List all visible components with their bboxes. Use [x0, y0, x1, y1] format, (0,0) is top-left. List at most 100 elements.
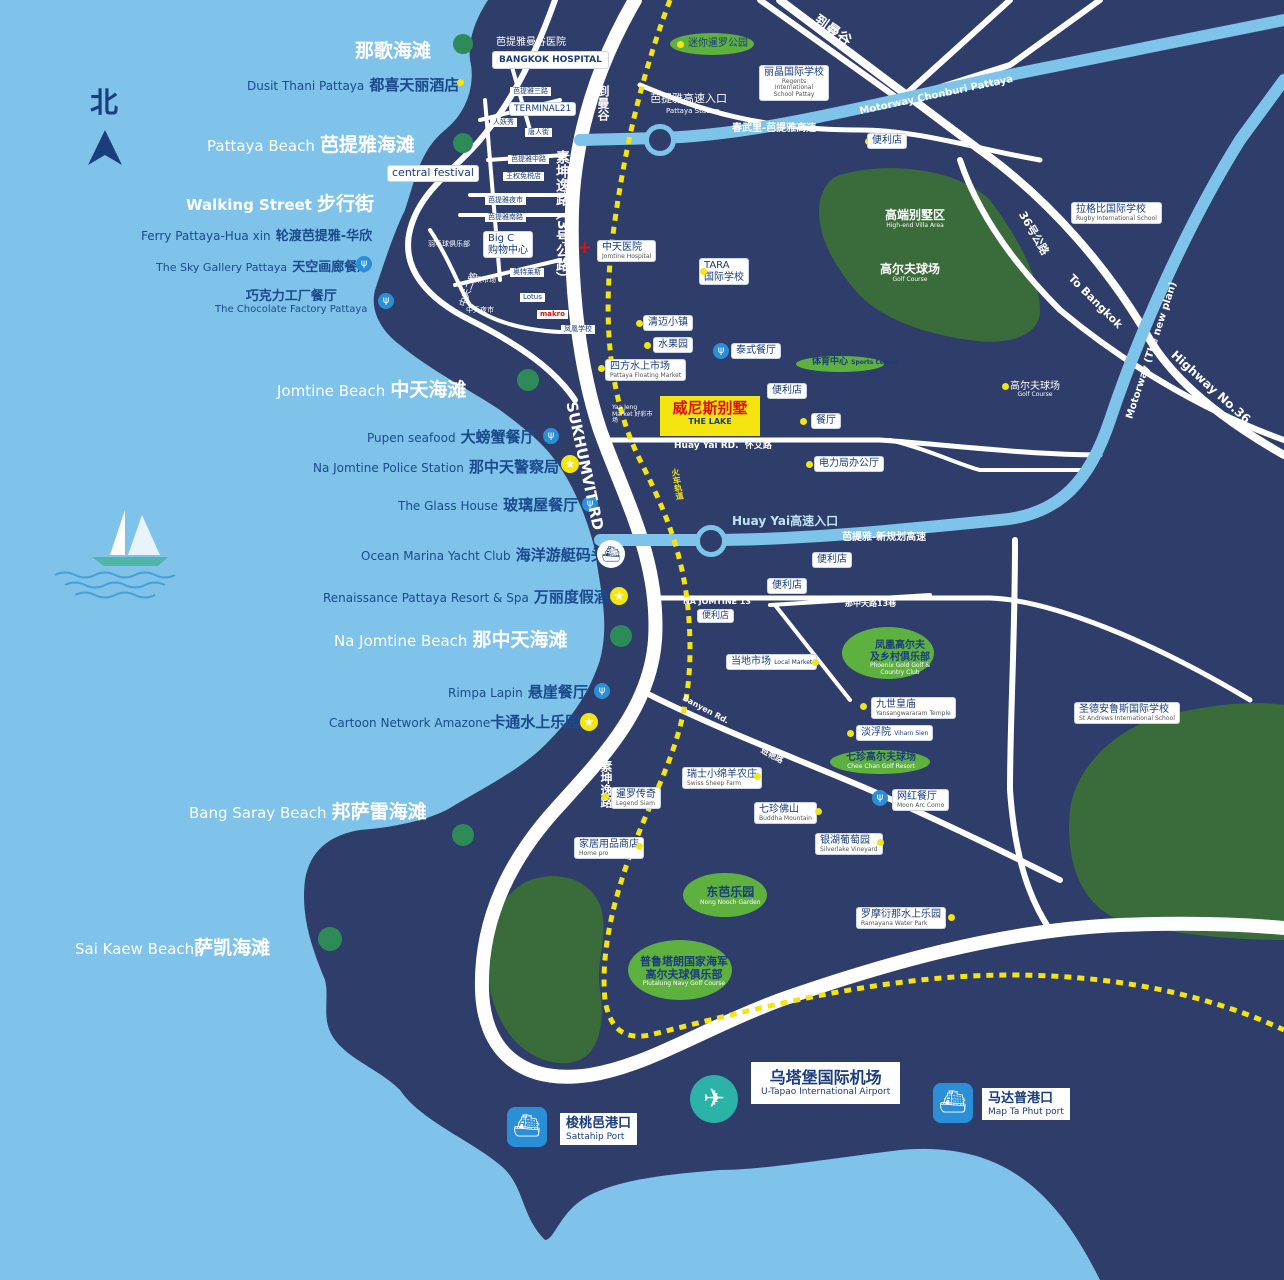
road-to-bangkok-2: 到曼谷 — [596, 85, 610, 121]
navy-golf-en: Plutalung Navy Golf Course — [642, 980, 726, 988]
dusit-dot — [457, 79, 464, 86]
beach-saikaew-en: Sai Kaew Beach — [75, 940, 195, 958]
convenience-store-4: 便利店 — [768, 579, 806, 593]
moon-arc-zh: 网红餐厅 — [897, 791, 937, 802]
big-c-en: Big C — [488, 233, 515, 244]
beach-pattaya-en: Pattaya Beach — [207, 137, 315, 155]
beach-bangsaray: Bang Saray Beach 邦萨雷海滩 — [189, 802, 427, 823]
nongnooch-green — [683, 873, 767, 917]
poi-cartoon-zh: 卡通水上乐园 — [490, 713, 581, 731]
poi-police-zh: 那中天警察局 — [468, 458, 559, 476]
tara-school-zh: 国际学校 — [704, 271, 744, 283]
chiang-mai-dot — [636, 320, 643, 327]
fork-knife-icon: ψ — [582, 496, 598, 512]
na-jomtien-13: NA JOMTINE 13 — [683, 597, 751, 606]
silverlake-zh: 银湖葡萄园 — [820, 835, 870, 846]
motorways — [574, 14, 1284, 546]
ramayana-dot — [948, 914, 955, 921]
local-market-small: Yaa Jeng Market 好彩市场 — [612, 404, 653, 425]
silverlake-dot — [877, 839, 884, 846]
navy-golf-zh1: 普鲁塔朗国家海军 — [640, 955, 728, 968]
poi-ferry: Ferry Pattaya-Hua xin 轮渡芭提雅-华欣 — [141, 226, 372, 244]
chinatown-label: 唐人街 — [525, 128, 552, 138]
ramayana-en: Ramayana Water Park — [861, 919, 928, 927]
ladyboy-label: 人妖秀 — [490, 118, 517, 128]
poi-chocolate-zh: 巧克力工厂餐厅 — [245, 289, 337, 304]
convenience-store-1: 便利店 — [868, 134, 906, 148]
huay-yai-road: Huay Yai RD. 怀艾路 — [674, 438, 772, 451]
temple-zh: 九世皇庙 — [876, 699, 916, 710]
phoenix-golf-green — [842, 627, 934, 679]
sattahip-port-icon: ⛴ — [507, 1107, 547, 1147]
yacht-icon: ⛴ — [597, 540, 625, 568]
fork-knife-icon: ψ — [872, 790, 888, 806]
swiss-sheep-en: Swiss Sheep Farm — [687, 779, 742, 787]
north-label: 北 — [90, 86, 119, 119]
poi-renaissance-zh: 万丽度假酒店 — [533, 588, 624, 606]
huay-yai-road-zh: 怀艾路 — [744, 441, 772, 451]
poi-rimpa-zh: 悬崖餐厅 — [527, 683, 588, 701]
central-festival-label: central festival — [388, 166, 478, 181]
homepro-zh: 家居用品商店 — [579, 839, 639, 850]
st-andrews-en: St Andrews International School — [1079, 714, 1175, 722]
poi-police: Na Jomtine Police Station 那中天警察局 — [313, 458, 559, 476]
pattaya-second-road: 芭提雅中路 — [508, 155, 549, 165]
navy-forest — [487, 876, 604, 1064]
legend-siam-en: Legend Siam — [616, 799, 655, 807]
poi-rimpa-en: Rimpa Lapin — [448, 686, 523, 700]
sports-center-zh: 体育中心 — [812, 357, 849, 367]
walking-street: Walking Street 步行街 — [186, 194, 374, 215]
mini-siam-dot — [677, 41, 684, 48]
poi-sky-gallery-en: The Sky Gallery Pattaya — [156, 261, 288, 274]
terminal21-label: TERMINAL21 — [510, 103, 576, 116]
fork-knife-icon: ψ — [378, 293, 394, 309]
poi-glass-house-en: The Glass House — [398, 499, 499, 513]
regents-school-zh: 丽晶国际学校 — [764, 67, 824, 78]
fork-knife-icon: ψ — [713, 343, 729, 359]
beach-najomtien-en: Na Jomtine Beach — [334, 632, 468, 650]
road-sukhumvit-zh: 素坤逸路（3号公路） — [554, 150, 570, 286]
sports-center: 体育中心 Sports Center — [812, 357, 898, 368]
poi-cartoon: Cartoon Network Amazone卡通水上乐园 — [329, 713, 580, 731]
poi-dusit: Dusit Thani Pattaya 都喜天丽酒店 — [247, 76, 459, 94]
pattaya-south-road: 芭提雅南路 — [485, 213, 526, 223]
villa-area-en: High-end Villa Area — [886, 221, 944, 229]
golf-course-2-en: Golf Course — [1017, 391, 1053, 398]
golf-2-dot — [1002, 383, 1009, 390]
phoenix-school-label: 凤凰学校 — [561, 325, 595, 335]
poi-glass-house-zh: 玻璃屋餐厅 — [503, 496, 579, 514]
cheechan-golf-zh: 七珍高尔夫球场 — [846, 752, 916, 763]
homepro-en: Home pro — [579, 849, 609, 857]
buddha-mountain-en: Buddha Mountain — [759, 814, 812, 822]
viharn-sien: 淡浮院 Viharn Sien — [857, 726, 933, 740]
poi-marina-zh: 海洋游艇码头 — [515, 546, 606, 564]
poi-dusit-en: Dusit Thani Pattaya — [247, 79, 365, 93]
restaurant-dot — [800, 418, 807, 425]
floating-market-dot — [598, 365, 605, 372]
palm-icons — [318, 34, 632, 951]
rugby-school-zh: 拉格比国际学校 — [1076, 204, 1146, 215]
viharn-sien-en: Viharn Sien — [894, 730, 929, 737]
beach-jomtien-zh: 中天海滩 — [390, 379, 467, 401]
beach-jomtien-en: Jomtine Beach — [277, 382, 386, 400]
airplane-icon: ✈ — [690, 1075, 738, 1123]
the-lake-villa-highlight[interactable]: 威尼斯别墅 THE LAKE — [660, 396, 760, 436]
map-ta-phut-port-icon: ⛴ — [933, 1083, 973, 1123]
lotus-convenience: 便利店 — [698, 610, 734, 623]
pattaya-station-en: Pattaya Station — [666, 107, 720, 115]
buddha-mountain-zh: 七珍佛山 — [759, 804, 799, 815]
beach-bangsaray-en: Bang Saray Beach — [189, 804, 327, 822]
viharn-dot — [847, 730, 854, 737]
beach-najomtien-zh: 那中天海滩 — [472, 629, 568, 651]
beach-saikaew-zh: 萨凯海滩 — [194, 937, 271, 959]
legend-siam-zh: 暹罗传奇 — [616, 789, 656, 800]
poi-marina: Ocean Marina Yacht Club 海洋游艇码头 — [361, 546, 606, 564]
